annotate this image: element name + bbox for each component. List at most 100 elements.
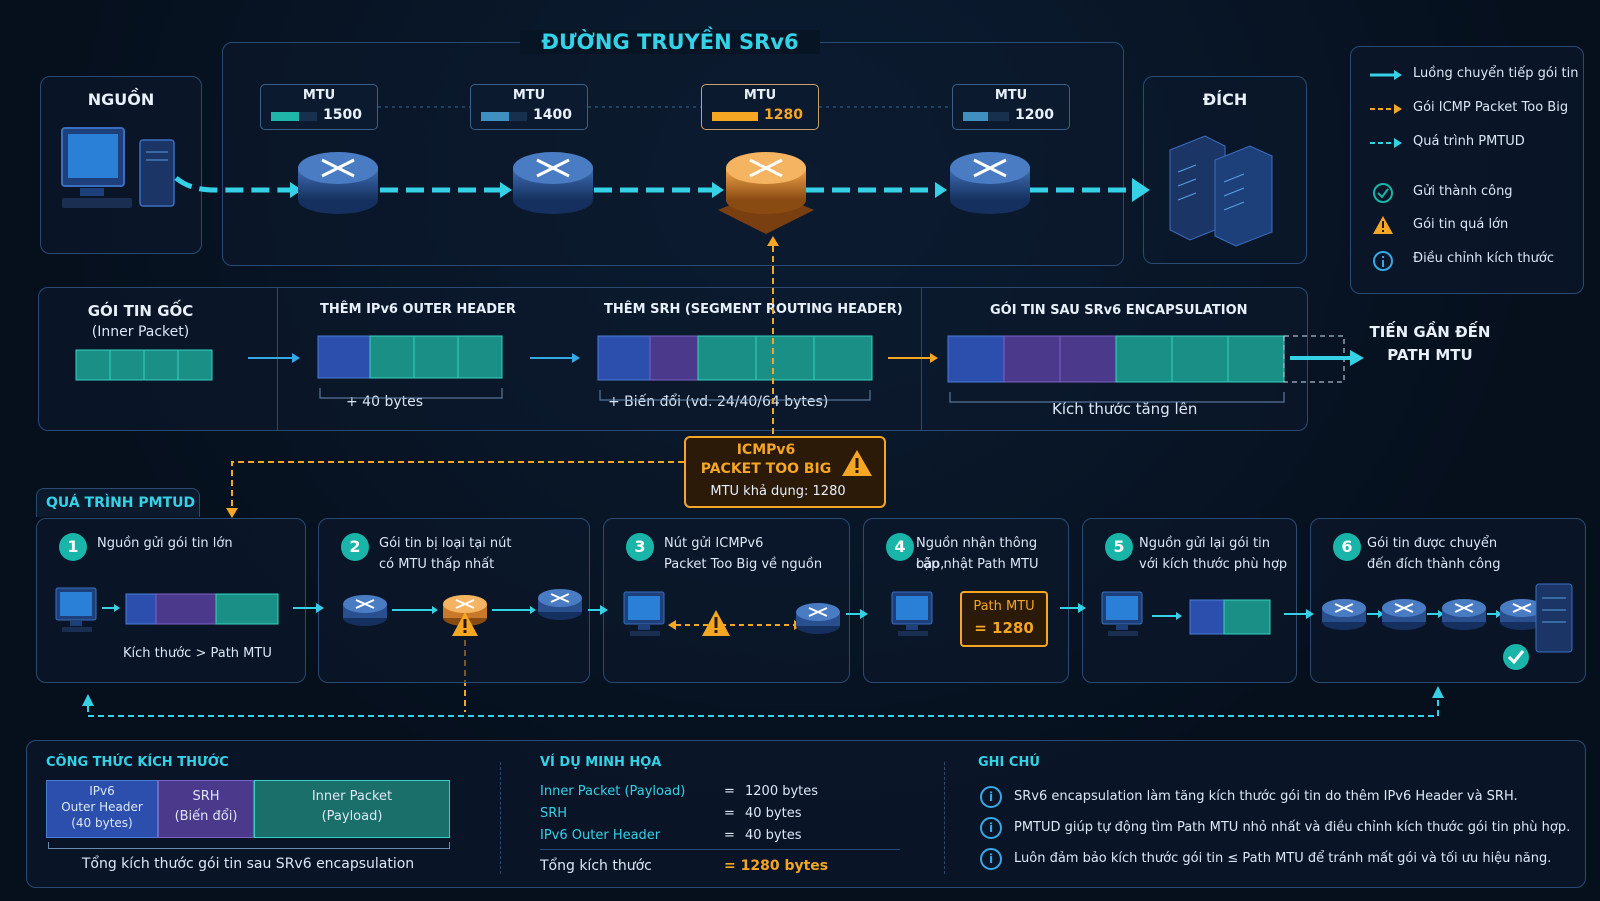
formula-title: CÔNG THỨC KÍCH THƯỚC — [46, 755, 229, 770]
inner-packet-block — [215, 593, 279, 625]
step-text-1: Nguồn gửi gói tin lớn — [97, 536, 233, 551]
forward-legend-icon — [1370, 70, 1402, 80]
inner-packet-block — [1115, 335, 1285, 383]
mtu-box-3: MTU 1280 — [701, 84, 819, 130]
ipv6-header-block — [947, 335, 1005, 383]
step-text-2: cập nhật Path MTU — [916, 557, 1039, 572]
mtu-value: 1500 — [323, 107, 362, 123]
example-row-val: 40 bytes — [745, 806, 802, 821]
pmtud-title-tab — [36, 488, 200, 517]
icmp-packet-too-big-box: ICMPv6 PACKET TOO BIG MTU khả dụng: 1280 — [684, 436, 886, 508]
step-text-2: Packet Too Big về nguồn — [664, 557, 823, 572]
step-number: 1 — [59, 533, 87, 561]
step-text-1: Gói tin được chuyển — [1367, 536, 1498, 551]
mtu-bar — [712, 112, 758, 121]
formula-ipv6-1: IPv6 — [89, 784, 115, 798]
srh-block — [155, 593, 217, 625]
example-sum-line — [540, 849, 900, 850]
srh-block — [1003, 335, 1117, 383]
inner-packet-block — [369, 335, 503, 379]
forward-arrowheads — [290, 178, 1150, 202]
mtu-label: MTU — [743, 88, 777, 103]
mtu-label: MTU — [512, 88, 546, 103]
legend-adjust: Điều chỉnh kích thước — [1413, 251, 1555, 266]
path-mtu-label: Path MTU — [973, 599, 1035, 614]
legend-icons — [1370, 70, 1402, 271]
after-bracket — [949, 392, 1285, 403]
mtu-bar-fill — [481, 112, 509, 121]
formula-srh-2: (Biến đổi) — [174, 809, 238, 824]
ipv6-header-title: THÊM IPv6 OUTER HEADER — [320, 302, 516, 317]
icmp-line2: PACKET TOO BIG — [700, 461, 832, 477]
encap-step-arrow — [530, 353, 580, 363]
computer-icon — [61, 127, 175, 208]
router-orange-icon — [718, 152, 814, 234]
formula-bracket — [48, 842, 450, 849]
example-total-name: Tổng kích thước — [540, 858, 652, 874]
srh-bracket — [599, 390, 871, 401]
example-row-name: SRH — [540, 806, 568, 821]
step-text-1: Nguồn gửi lại gói tin — [1139, 536, 1270, 551]
mtu-bar-fill — [271, 112, 299, 121]
example-total-value: = 1280 bytes — [724, 858, 829, 874]
example-row-eq: = — [724, 806, 735, 821]
step-text-1: Gói tin bị loại tại nút — [379, 536, 512, 551]
step-text-1: Nguồn nhận thông báo, — [916, 536, 1038, 572]
example-row-eq: = — [724, 784, 735, 799]
mtu-value: 1400 — [533, 107, 572, 123]
icmp-legend-icon — [1370, 104, 1402, 114]
formula-ipv6-2: Outer Header — [61, 800, 143, 814]
icmp-line3: MTU khả dụng: 1280 — [710, 484, 846, 499]
original-packet — [75, 349, 213, 381]
ipv6-header-block — [597, 335, 651, 381]
step-number: 3 — [626, 533, 654, 561]
formula-inner-2: (Payload) — [321, 809, 383, 824]
mtu-bar-fill — [712, 112, 758, 121]
toward-path-mtu-1: TIẾN GẦN ĐẾN — [1369, 323, 1491, 341]
step-text-2: đến đích thành công — [1367, 557, 1501, 572]
success-legend-icon — [1373, 183, 1393, 203]
icmp-line1: ICMPv6 — [736, 442, 796, 458]
toward-mtu-arrow — [1290, 350, 1364, 366]
formula-srh-1: SRH — [192, 789, 220, 804]
step-text-2: có MTU thấp nhất — [379, 557, 495, 572]
ipv6-header-block — [125, 593, 157, 625]
srh-title: THÊM SRH (SEGMENT ROUTING HEADER) — [604, 302, 903, 317]
icmp-up-arrowhead — [767, 236, 779, 246]
after-encap-title: GÓI TIN SAU SRv6 ENCAPSULATION — [990, 303, 1248, 318]
mtu-bar — [271, 112, 317, 121]
legend-panel — [1350, 46, 1584, 294]
note-item: PMTUD giúp tự động tìm Path MTU nhỏ nhất… — [1014, 820, 1571, 835]
step-note: Kích thước > Path MTU — [123, 646, 272, 661]
encap-step-arrow — [248, 353, 300, 363]
mtu-bar-fill — [963, 112, 989, 121]
server-icon — [1535, 583, 1573, 653]
legend-success: Gửi thành công — [1413, 184, 1513, 199]
pmtud-step-4: 4 Nguồn nhận thông báo, cập nhật Path MT… — [863, 518, 1069, 683]
step-number: 2 — [341, 533, 369, 561]
router-icon — [513, 152, 593, 214]
mtu-value: 1200 — [1015, 107, 1054, 123]
example-row-name: IPv6 Outer Header — [540, 828, 661, 843]
step-text-1: Nút gửi ICMPv6 — [664, 536, 764, 551]
mtu-bar — [481, 112, 527, 121]
step-text-2: với kích thước phù hợp — [1139, 557, 1288, 572]
formula-ipv6-block: IPv6 Outer Header (40 bytes) — [46, 780, 158, 838]
example-row-val: 1200 bytes — [745, 784, 819, 799]
notes-title: GHI CHÚ — [978, 755, 1040, 770]
router-icon — [950, 152, 1030, 214]
example-title: VÍ DỤ MINH HỌA — [540, 755, 662, 770]
example-row-name: Inner Packet (Payload) — [540, 784, 686, 799]
warning-icon — [842, 450, 872, 476]
bottom-divider — [944, 762, 946, 874]
router-icon — [298, 152, 378, 214]
formula-ipv6-3: (40 bytes) — [71, 816, 133, 830]
example-row-eq: = — [724, 828, 735, 843]
legend-icmp: Gói ICMP Packet Too Big — [1413, 100, 1569, 115]
mtu-box-1: MTU 1500 — [260, 84, 378, 130]
mtu-label: MTU — [302, 88, 336, 103]
formula-srh-block: SRH (Biến đổi) — [158, 780, 254, 838]
server-icon — [1169, 135, 1273, 247]
